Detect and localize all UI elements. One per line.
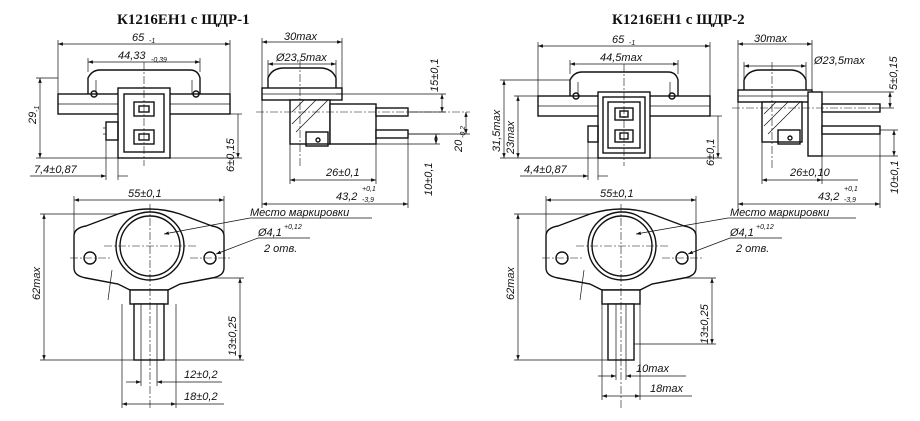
- right-top-dims: 65 -1 44,5max 31,5max 23max 6±0,1 4,4±0,: [491, 34, 722, 180]
- dim-l-plan-height: 62max: [31, 266, 43, 300]
- svg-text:-0,2: -0,2: [460, 126, 467, 138]
- dim-l-hole-count: 2 отв.: [263, 243, 297, 255]
- dim-r-pin-bottom: 10±0,1: [889, 160, 901, 194]
- dim-r-hole-count: 2 отв.: [735, 243, 769, 255]
- dim-l-pin-bottom: 10±0,1: [423, 162, 435, 196]
- dim-l-hole-spacing: 55±0,1: [128, 188, 162, 200]
- dim-r-depth: 30max: [754, 33, 788, 45]
- dim-l-width: 65: [132, 32, 145, 44]
- svg-text:+0,1: +0,1: [844, 186, 858, 193]
- dim-r-plan-height: 62max: [505, 266, 517, 300]
- dim-r-hole-spacing: 55±0,1: [600, 188, 634, 200]
- dim-l-stem-inner: 12±0,2: [184, 369, 218, 381]
- dim-r-stem-outer: 18max: [650, 383, 684, 395]
- dim-r-stem-length: 13±0,25: [699, 303, 711, 344]
- left-side-dims: 30max Ø23,5max 15±0,1 20 -0,2 26±0,1 43,…: [261, 31, 470, 208]
- dim-l-diameter: Ø23,5max: [275, 52, 327, 64]
- svg-text:-0,39: -0,39: [151, 57, 167, 64]
- label-l-marking: Место маркировки: [250, 207, 349, 219]
- dim-l-stem-length: 13±0,25: [227, 315, 239, 356]
- dim-r-height-outer: 31,5max: [491, 109, 503, 152]
- dim-l-overall: 43,2: [336, 191, 357, 203]
- left-side-body: [289, 99, 331, 145]
- dim-l-tab-height: 6±0,15: [225, 138, 237, 172]
- right-pin-lower: [821, 125, 881, 135]
- dim-r-hole-dia: Ø4,1: [729, 227, 754, 239]
- left-plan-dims: 55±0,1 Место маркировки Ø4,1 +0,12 2 отв…: [31, 188, 372, 408]
- svg-text:-3,9: -3,9: [844, 197, 856, 204]
- dim-r-inner-width: 44,5max: [600, 52, 643, 64]
- svg-text:-1: -1: [629, 40, 635, 47]
- left-pin-lower: [375, 129, 409, 139]
- dim-r-width: 65: [612, 34, 625, 46]
- svg-text:-3,9: -3,9: [362, 197, 374, 204]
- svg-text:+0,12: +0,12: [284, 224, 302, 231]
- left-plan-stem: [133, 303, 165, 361]
- dim-l-height: 29: [27, 112, 39, 125]
- dim-r-tab-offset: 4,4±0,87: [524, 164, 568, 176]
- dim-r-diameter: Ø23,5max: [813, 55, 865, 67]
- left-top-view: [57, 62, 231, 166]
- dim-l-depth: 30max: [284, 31, 318, 43]
- title-right: К1216ЕН1 с ЩДР-2: [612, 12, 745, 28]
- dim-l-inner-width: 44,33: [118, 50, 146, 62]
- title-left: К1216ЕН1 с ЩДР-1: [117, 12, 250, 28]
- right-side-view: [732, 62, 886, 168]
- dim-r-pin-top: 5±0,15: [888, 56, 900, 90]
- svg-text:+0,1: +0,1: [362, 186, 376, 193]
- right-side-plate: [807, 91, 823, 157]
- dim-l-tab-offset: 7,4±0,87: [34, 164, 78, 176]
- dim-r-pin-length: 26±0,10: [789, 167, 831, 179]
- right-top-view: [537, 64, 711, 166]
- dim-r-overall: 43,2: [818, 191, 839, 203]
- dim-r-height-inner: 23max: [505, 120, 517, 155]
- dim-l-pin-pitch: 20: [453, 139, 465, 153]
- dim-l-stem-outer: 18±0,2: [184, 391, 218, 403]
- right-plan-dims: 55±0,1 Место маркировки Ø4,1 +0,12 2 отв…: [505, 188, 856, 400]
- left-top-dims: 65 -1 44,33 -0,39 29 -1 6±0,15 7,4±0,87: [27, 32, 242, 180]
- dim-l-hole-dia: Ø4,1: [257, 227, 282, 239]
- right-side-body: [761, 101, 803, 143]
- dim-l-pin-length: 26±0,1: [325, 167, 360, 179]
- left-plan-view: [70, 204, 232, 410]
- svg-text:+0,12: +0,12: [756, 224, 774, 231]
- right-plan-view: [542, 204, 704, 410]
- svg-text:-1: -1: [149, 38, 155, 45]
- dim-l-pin-top: 15±0,1: [429, 58, 441, 92]
- label-r-marking: Место маркировки: [730, 207, 829, 219]
- right-side-dims: 30max Ø23,5max 5±0,15 26±0,10 43,2 +0,1 …: [737, 33, 901, 208]
- dim-r-stem-inner: 10max: [636, 363, 670, 375]
- svg-text:-1: -1: [34, 106, 41, 112]
- dim-r-tab-height: 6±0,1: [705, 139, 717, 166]
